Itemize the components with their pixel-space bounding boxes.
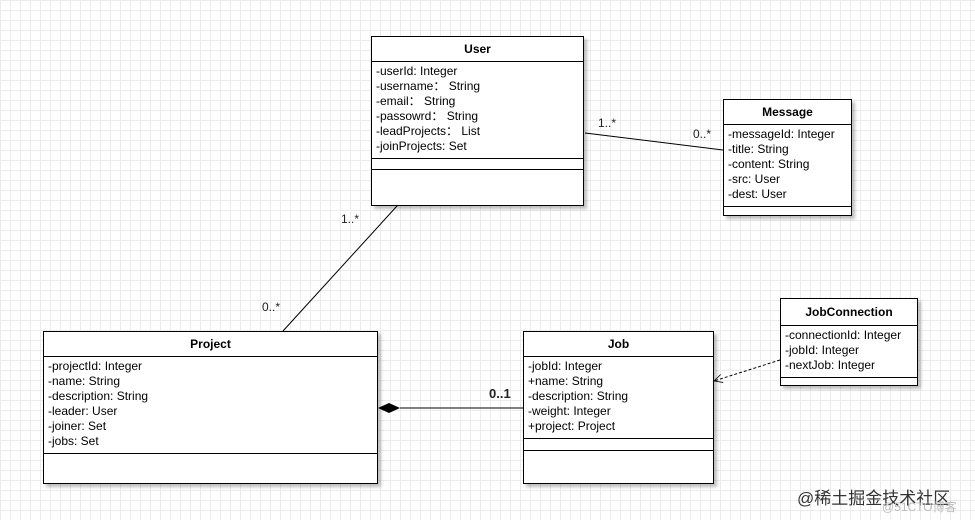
- multiplicity-project-job-job-end: 0..1: [489, 386, 511, 401]
- attribute: -userId: Integer: [376, 64, 458, 78]
- attribute: -dest: User: [728, 187, 787, 201]
- attribute: -joinProjects: Set: [376, 139, 467, 153]
- jobconnection-job-dependency[interactable]: [714, 359, 781, 381]
- composition-diamond: [378, 403, 400, 413]
- attribute: -nextJob: Integer: [785, 358, 876, 372]
- attribute: -jobs: Set: [48, 434, 99, 448]
- attribute: +project: Project: [528, 419, 616, 433]
- attribute: -weight: Integer: [528, 404, 611, 418]
- attribute: +name: String: [528, 374, 604, 388]
- project-attributes: -projectId: Integer -name: String -descr…: [44, 357, 377, 454]
- user-project-association[interactable]: [282, 205, 398, 332]
- attribute: -content: String: [728, 157, 810, 171]
- message-attributes: -messageId: Integer -title: String -cont…: [724, 125, 851, 207]
- user-empty-compartment: [372, 159, 583, 170]
- attribute: -jobId: Integer: [528, 359, 603, 373]
- attribute: -title: String: [728, 142, 789, 156]
- message-class-name: Message: [724, 100, 851, 125]
- attribute: -passowrd： String: [376, 109, 479, 123]
- attribute: -projectId: Integer: [48, 359, 143, 373]
- user-class[interactable]: User -userId: Integer -username： String …: [371, 36, 584, 206]
- jobconnection-class[interactable]: JobConnection -connectionId: Integer -jo…: [780, 298, 918, 386]
- attribute: -email： String: [376, 94, 456, 108]
- attribute: -connectionId: Integer: [785, 328, 902, 342]
- attribute: -username： String: [376, 79, 481, 93]
- job-class[interactable]: Job -jobId: Integer +name: String -descr…: [523, 331, 714, 484]
- watermark-51cto: @51CTO博客: [882, 500, 957, 514]
- attribute: -jobId: Integer: [785, 343, 860, 357]
- user-class-name: User: [372, 37, 583, 62]
- user-message-association[interactable]: [584, 132, 724, 151]
- user-attributes: -userId: Integer -username： String -emai…: [372, 62, 583, 159]
- attribute: -messageId: Integer: [728, 127, 835, 141]
- attribute: -name: String: [48, 374, 121, 388]
- attribute: -description: String: [528, 389, 629, 403]
- project-class-name: Project: [44, 332, 377, 357]
- multiplicity-user-message-user-end: 1..*: [598, 116, 617, 130]
- watermark-juejin: @稀土掘金技术社区: [797, 489, 951, 508]
- multiplicity-user-message-message-end: 0..*: [693, 127, 712, 141]
- attribute: -leadProjects： List: [376, 124, 481, 138]
- project-class[interactable]: Project -projectId: Integer -name: Strin…: [43, 331, 378, 484]
- multiplicity-user-project-project-end: 0..*: [262, 300, 281, 314]
- job-class-name: Job: [524, 332, 713, 357]
- multiplicity-user-project-user-end: 1..*: [341, 212, 360, 226]
- job-attributes: -jobId: Integer +name: String -descripti…: [524, 357, 713, 439]
- jobconnection-class-name: JobConnection: [781, 299, 917, 326]
- message-class[interactable]: Message -messageId: Integer -title: Stri…: [723, 99, 852, 216]
- jobconnection-attributes: -connectionId: Integer -jobId: Integer -…: [781, 326, 917, 378]
- attribute: -description: String: [48, 389, 149, 403]
- attribute: -src: User: [728, 172, 780, 186]
- job-empty-compartment: [524, 439, 713, 451]
- attribute: -leader: User: [48, 404, 118, 418]
- attribute: -joiner: Set: [48, 419, 107, 433]
